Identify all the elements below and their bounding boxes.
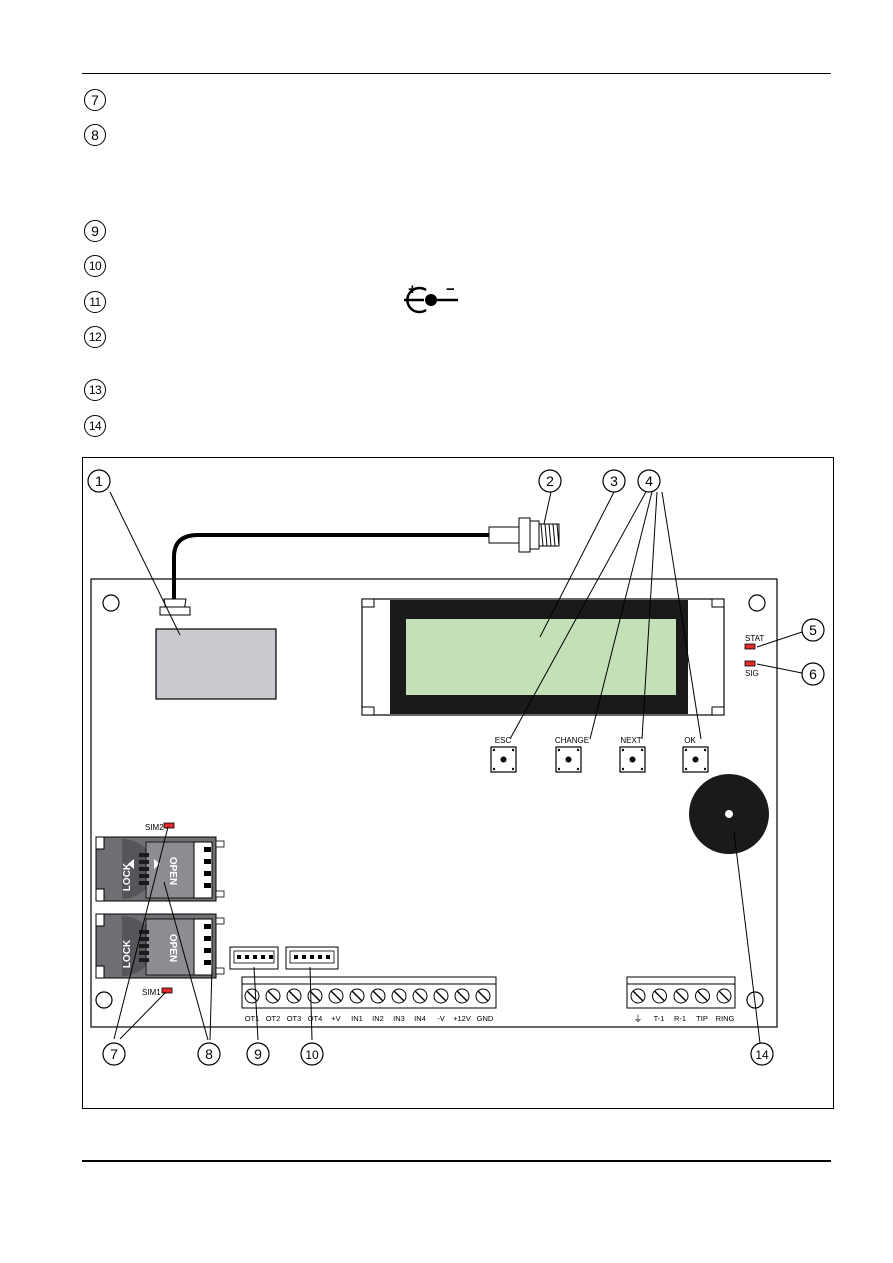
phone-label-ground: ⏚: [633, 1014, 642, 1024]
io-label-in3: IN3: [393, 1014, 405, 1023]
callout-14: 14: [755, 1048, 769, 1062]
legend-number-14: 14: [84, 415, 106, 437]
stat-led: [744, 643, 756, 650]
io-screw-5: [328, 988, 344, 1004]
callouts: 1 2 3 4 5 6 7 8 9 10 14: [87, 469, 825, 1066]
phone-screw-4: [695, 988, 710, 1004]
callout-4: 4: [645, 473, 653, 489]
pin-header-10: [285, 946, 339, 970]
legend-number-13: 13: [84, 379, 106, 401]
io-screw-12: [475, 988, 491, 1004]
io-label-in1: IN1: [351, 1014, 363, 1023]
callout-9: 9: [254, 1046, 262, 1062]
sim2-lock-label: LOCK: [122, 862, 133, 891]
callout-3: 3: [610, 473, 618, 489]
header-rule: [82, 73, 831, 74]
io-terminal-screws: [244, 988, 491, 1004]
leader-lines: [109, 489, 803, 1044]
legend-number-8: 8: [84, 124, 106, 146]
next-label: NEXT: [620, 736, 641, 745]
io-screw-9: [412, 988, 428, 1004]
phone-label-tip: TIP: [696, 1014, 708, 1023]
callout-6: 6: [809, 666, 817, 682]
antenna-connector: [488, 517, 560, 553]
sim1-led: [161, 987, 173, 994]
sim1-label: SIM1: [142, 988, 161, 997]
lcd-display: [361, 598, 725, 716]
io-screw-7: [370, 988, 386, 1004]
sim2-led: [163, 822, 175, 829]
io-screw-11: [454, 988, 470, 1004]
phone-label-r1: R-1: [674, 1014, 686, 1023]
callout-5: 5: [809, 622, 817, 638]
io-terminal-labels: OT1 OT2 OT3 OT4 +V IN1 IN2 IN3 IN4 -V +1…: [245, 1014, 494, 1023]
io-label-ot1: OT1: [245, 1014, 260, 1023]
io-label-ot4: OT4: [308, 1014, 323, 1023]
antenna-cable: [172, 533, 490, 599]
io-label-ot2: OT2: [266, 1014, 281, 1023]
phone-screw-1: [630, 988, 646, 1004]
callout-7: 7: [110, 1046, 118, 1062]
pin-header-9: [229, 946, 279, 970]
io-label-in4: IN4: [414, 1014, 426, 1023]
io-label-plus-12v: +12V: [453, 1014, 471, 1023]
power-minus-sign: −: [446, 282, 455, 298]
io-screw-8: [391, 988, 407, 1004]
ok-button[interactable]: [682, 746, 709, 773]
ok-label: OK: [684, 736, 696, 745]
io-screw-4: [307, 988, 323, 1004]
change-button[interactable]: [555, 746, 582, 773]
io-screw-2: [265, 988, 281, 1004]
phone-terminal-screws: [630, 988, 732, 1004]
io-label-plus-v: +V: [331, 1014, 340, 1023]
sim-holder-2[interactable]: [95, 836, 225, 902]
io-label-minus-v: -V: [437, 1014, 445, 1023]
sim1-open-label: OPEN: [167, 934, 178, 962]
next-button[interactable]: [619, 746, 646, 773]
legend-number-7: 7: [84, 89, 106, 111]
io-screw-3: [286, 988, 302, 1004]
io-label-gnd: GND: [477, 1014, 494, 1023]
power-polarity-icon: + −: [404, 282, 458, 314]
buzzer: [689, 774, 769, 854]
phone-label-ring: RING: [716, 1014, 735, 1023]
phone-terminal-labels: ⏚ T-1 R-1 TIP RING: [633, 1014, 734, 1024]
io-screw-10: [433, 988, 449, 1004]
callout-8: 8: [205, 1046, 213, 1062]
esc-button[interactable]: [490, 746, 517, 773]
gsm-module: [155, 628, 277, 700]
footer-rule: [82, 1160, 831, 1162]
phone-screw-3: [673, 988, 689, 1004]
legend-number-12: 12: [84, 326, 106, 348]
io-label-in2: IN2: [372, 1014, 384, 1023]
sim2-open-label: OPEN: [167, 857, 178, 885]
mounting-hole-tr: [748, 594, 766, 612]
sim-holder-1[interactable]: [95, 913, 225, 979]
sig-label: SIG: [745, 669, 759, 678]
io-label-ot3: OT3: [287, 1014, 302, 1023]
callout-1: 1: [95, 473, 103, 489]
callout-10: 10: [305, 1048, 319, 1062]
esc-label: ESC: [495, 736, 512, 745]
stat-label: STAT: [745, 634, 764, 643]
phone-screw-2: [652, 988, 667, 1004]
callout-2: 2: [546, 473, 554, 489]
phone-screw-5: [716, 988, 732, 1004]
legend-number-10: 10: [84, 255, 106, 277]
legend-number-11: 11: [84, 291, 106, 313]
sim2-label: SIM2: [145, 823, 164, 832]
sim1-lock-label: LOCK: [122, 939, 133, 968]
change-label: CHANGE: [555, 736, 589, 745]
legend-number-9: 9: [84, 220, 106, 242]
board-diagram: ESC CHANGE NEXT OK STAT SIG SIM2: [82, 457, 834, 1109]
sig-led: [744, 660, 756, 667]
mounting-hole-tl: [102, 594, 120, 612]
phone-label-t1: T-1: [654, 1014, 665, 1023]
io-screw-1: [244, 988, 260, 1004]
io-screw-6: [349, 988, 365, 1004]
io-terminal-block: [241, 976, 497, 1009]
mounting-hole-bl: [95, 991, 113, 1009]
